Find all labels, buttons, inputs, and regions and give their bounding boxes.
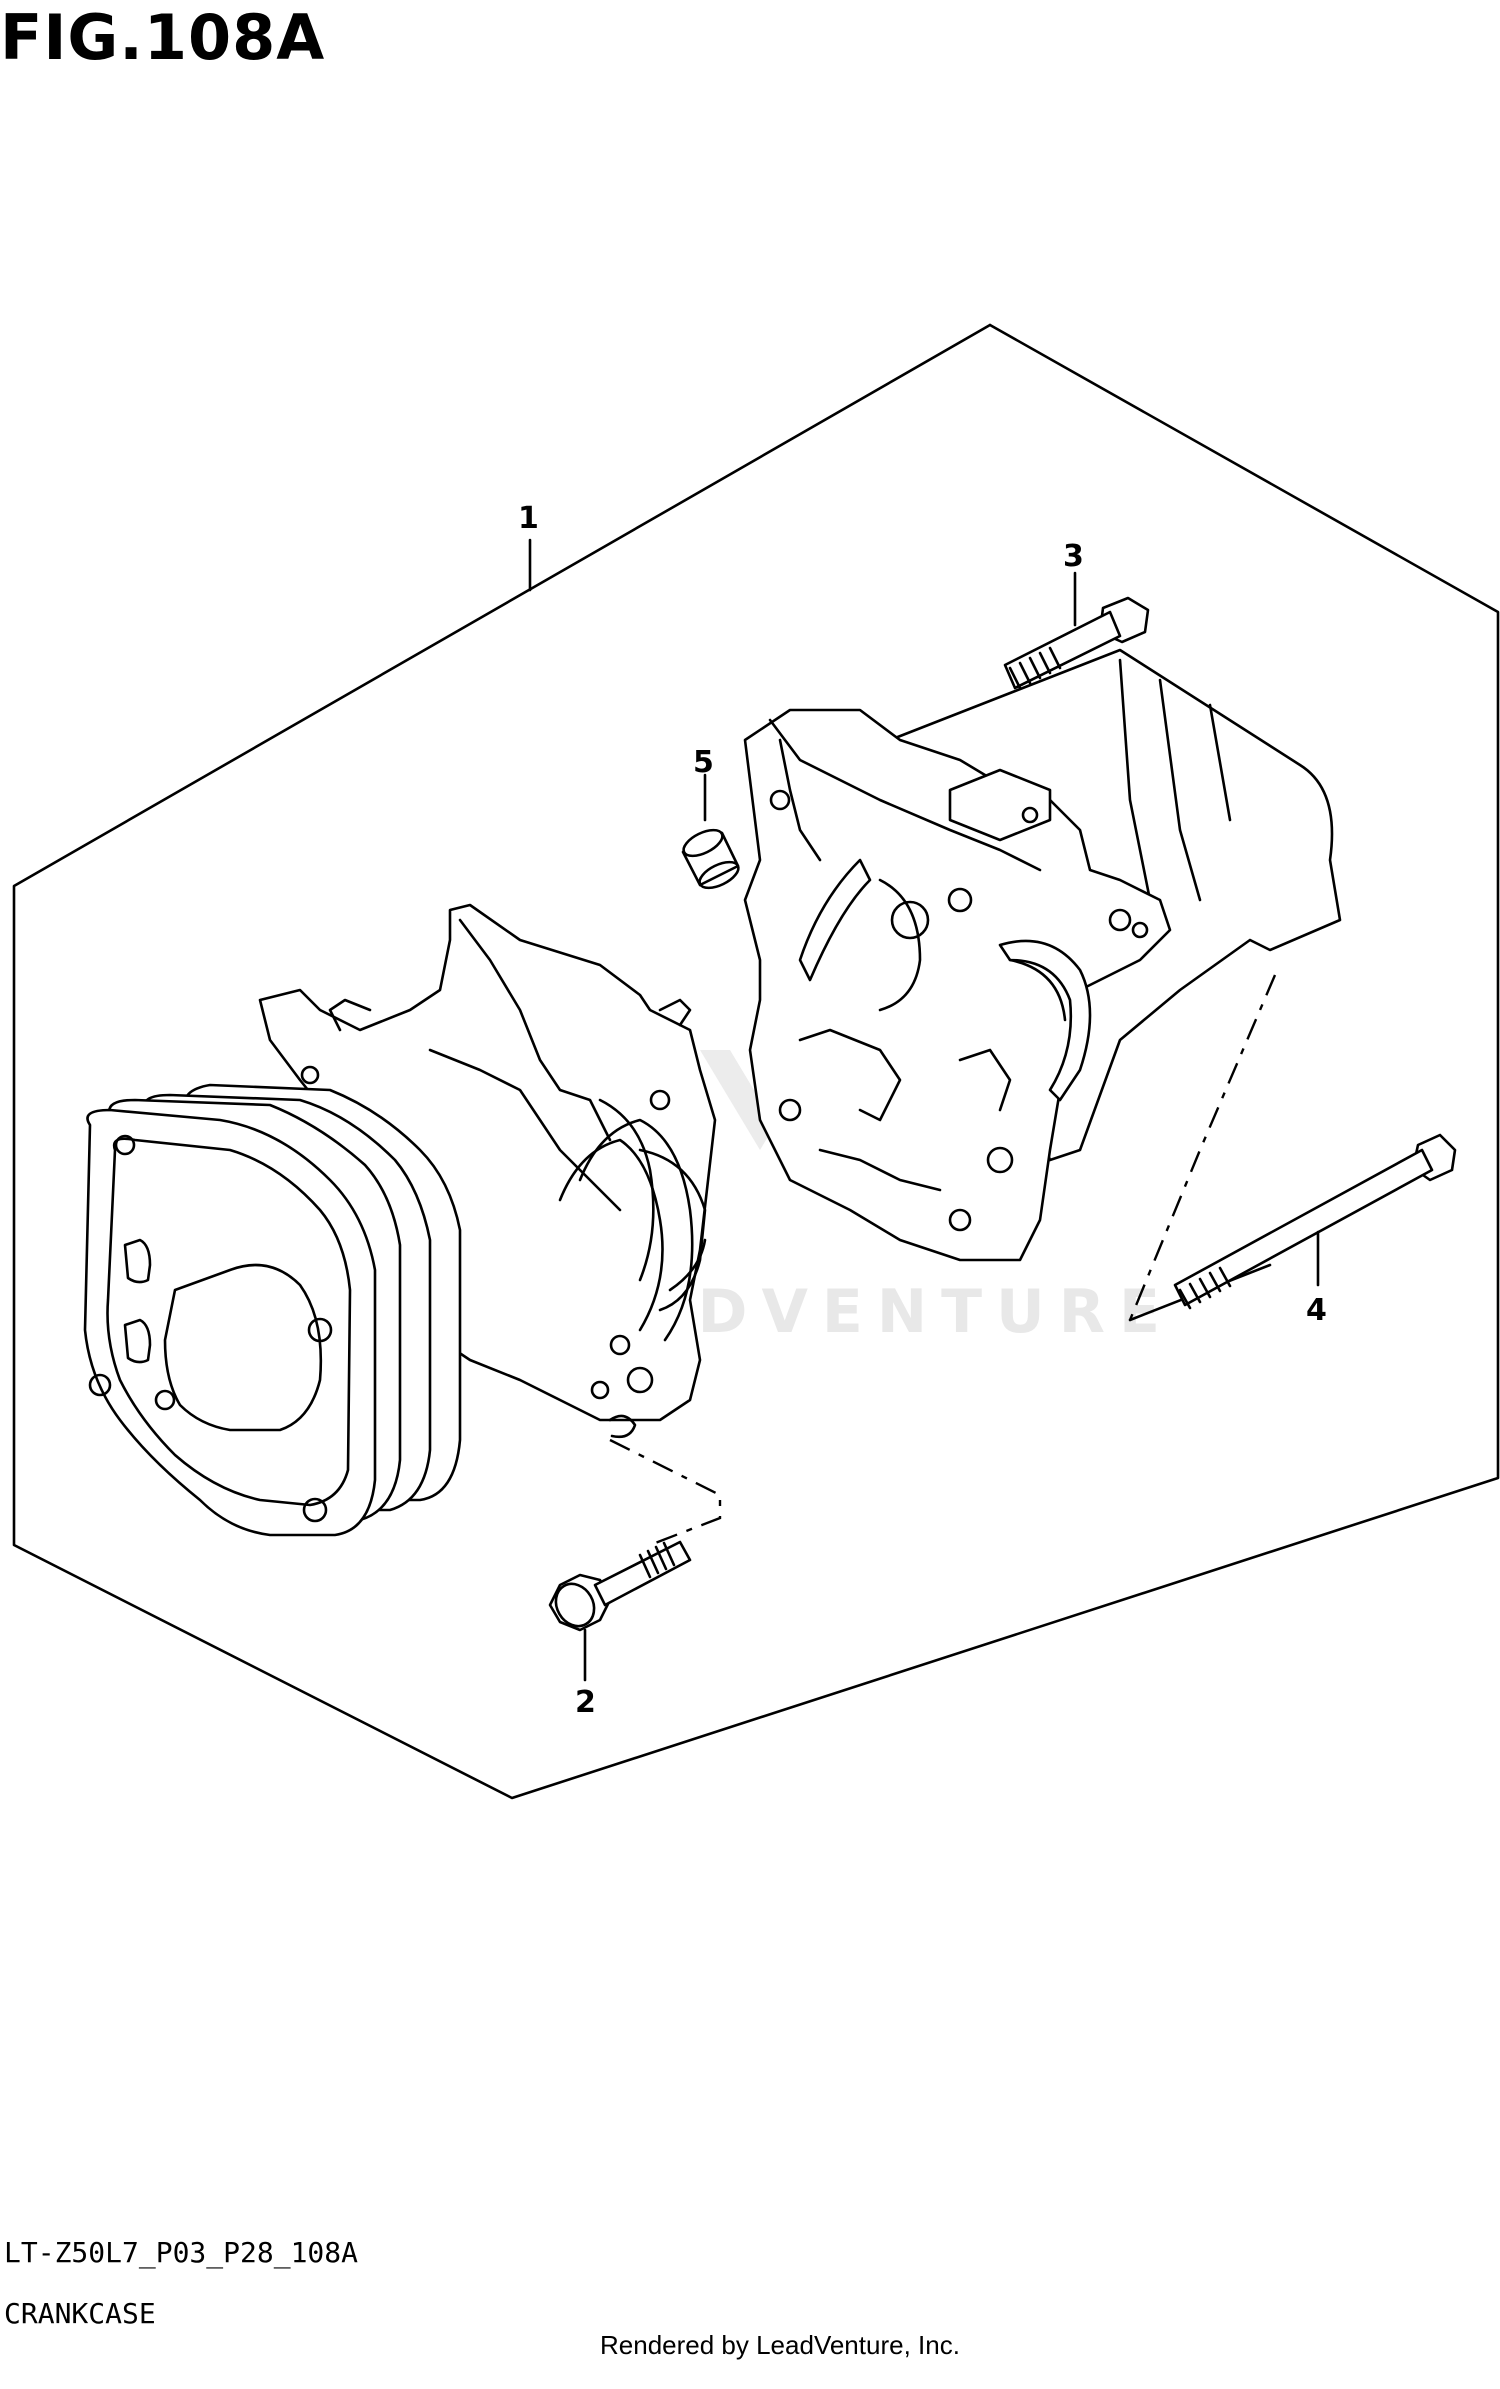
section-name: CRANKCASE [4,2297,156,2330]
rendered-credit: Rendered by LeadVenture, Inc. [600,2330,960,2360]
left-crankcase-half [258,903,717,1439]
figure-title: FIG.108A [0,1,326,74]
callout-3: 3 [1063,539,1084,574]
dowel-pin [681,828,740,890]
bolt-medium [1003,596,1150,690]
bolt-long [1173,1133,1457,1310]
bolt-4-guide-line-a [1128,974,1277,1321]
callout-5: 5 [693,745,714,780]
right-crankcase-half [743,648,1342,1262]
cylinder-block [83,1083,462,1537]
callout-1: 1 [518,501,539,536]
callout-4: 4 [1306,1293,1327,1328]
assembly-outline-box [12,323,1500,1800]
bolt-2-guide-line [609,1438,722,1547]
callout-2: 2 [575,1685,596,1720]
diagram-code: LT-Z50L7_P03_P28_108A [4,2236,359,2269]
bolt-short [548,1540,692,1632]
